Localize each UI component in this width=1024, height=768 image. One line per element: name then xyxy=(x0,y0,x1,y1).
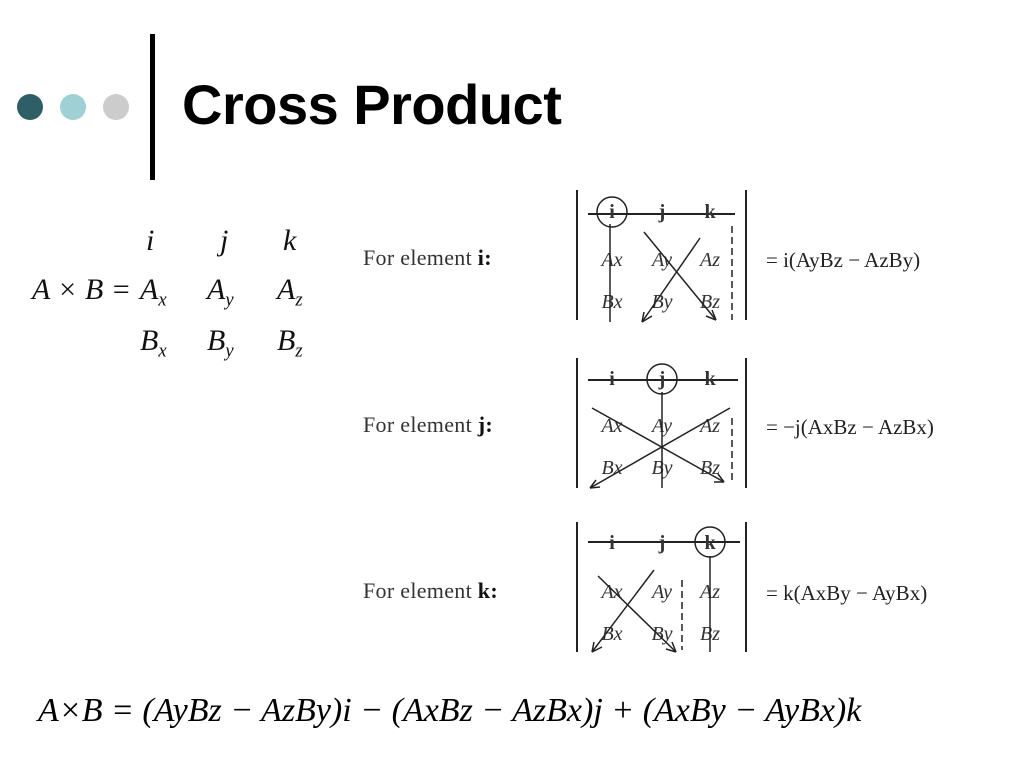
panel-j-cell-b2: Bz xyxy=(700,457,720,479)
panel-i-result: = i(AyBz − AzBy) xyxy=(766,248,921,272)
determinant-unit-k: k xyxy=(283,224,297,257)
panel-k-result: = k(AxBy − AyBx) xyxy=(766,581,928,605)
determinant-cell-by: By xyxy=(207,324,234,362)
panel-k-cell-h1: j xyxy=(658,532,666,554)
determinant-cell-az: Az xyxy=(277,273,303,311)
panel-j-label: For element j: xyxy=(363,412,494,437)
panel-i-cell-a1: Ay xyxy=(650,249,672,271)
bullet-dot-dark xyxy=(17,94,43,120)
panel-i-cell-h0: i xyxy=(609,201,615,223)
panel-k-cell-h0: i xyxy=(609,532,615,554)
panel-j-matrix: i j k Ax Ay Az Bx By Bz xyxy=(576,358,747,489)
page-title: Cross Product xyxy=(182,73,562,136)
panel-i-matrix: i j k Ax Ay Az Bx By Bz xyxy=(576,190,747,323)
panel-k-cell-b0: Bx xyxy=(601,623,622,645)
panel-j-cell-h1: j xyxy=(658,368,666,390)
panel-j-cell-h2: k xyxy=(704,368,716,390)
panel-k-cell-a2: Az xyxy=(698,581,720,603)
determinant-lhs: A × B = xyxy=(32,273,132,306)
circle-highlight-i xyxy=(596,196,628,228)
determinant-unit-j: j xyxy=(220,224,229,257)
panel-i-cell-b2: Bz xyxy=(700,291,720,313)
panel-j-result: = −j(AxBz − AzBx) xyxy=(766,415,934,439)
final-equation: A×B = (AyBz − AzBy)i − (AxBz − AzBx)j + … xyxy=(38,692,862,729)
determinant-cell-ay: Ay xyxy=(207,273,234,311)
panel-i-cell-h1: j xyxy=(658,201,666,223)
bullet-dot-light xyxy=(60,94,86,120)
panel-i-cell-a0: Ax xyxy=(599,249,622,271)
panel-k-cell-a1: Ay xyxy=(650,581,672,603)
panel-j-cell-a0: Ax xyxy=(599,415,622,437)
panel-k-cell-a0: Ax xyxy=(599,581,622,603)
title-divider xyxy=(150,34,155,180)
panel-i-cell-b1: By xyxy=(651,291,672,313)
panel-j-cell-a2: Az xyxy=(698,415,720,437)
panel-i-cell-h2: k xyxy=(704,201,716,223)
panel-k-matrix: i j k Ax Ay Az Bx By Bz xyxy=(576,522,747,653)
panel-k-label: For element k: xyxy=(363,578,498,603)
panel-j-cell-h0: i xyxy=(609,368,615,390)
bullet-dot-gray xyxy=(103,94,129,120)
determinant-cell-bz: Bz xyxy=(277,324,303,362)
panel-k-cell-h2: k xyxy=(704,532,716,554)
determinant-cell-bx: Bx xyxy=(140,324,167,362)
panel-i-cell-a2: Az xyxy=(698,249,720,271)
panel-k-cell-b1: By xyxy=(651,623,672,645)
determinant-cell-ax: Ax xyxy=(140,273,167,311)
panel-i-label: For element i: xyxy=(363,245,492,270)
panel-j-cell-b0: Bx xyxy=(601,457,622,479)
panel-j-cell-a1: Ay xyxy=(650,415,672,437)
panel-i-cell-b0: Bx xyxy=(601,291,622,313)
determinant-unit-i: i xyxy=(146,224,155,257)
